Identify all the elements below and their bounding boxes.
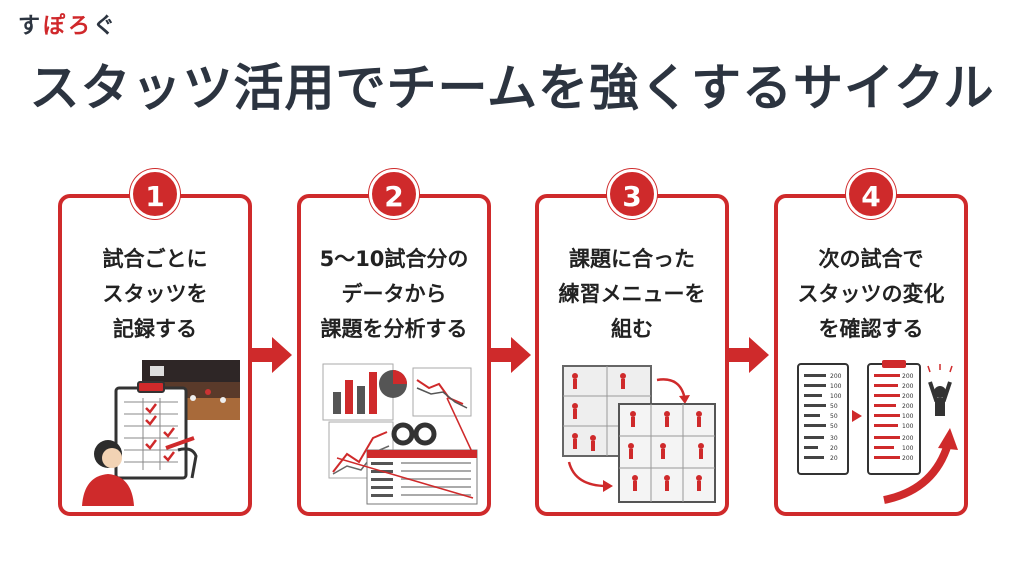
logo-char-1: す [18,14,42,39]
before-value: 20 [830,445,838,452]
before-value: 100 [830,393,842,400]
stats-improvement-icon: 200 100 100 50 50 50 30 20 20 200 200 20… [797,360,958,504]
after-value: 100 [902,423,914,430]
logo-char-3: ろ [68,14,92,39]
after-value: 200 [902,393,914,400]
after-value: 200 [902,383,914,390]
logo-char-4: ぐ [93,14,117,39]
clipboard-recording-icon [82,360,240,506]
after-value: 200 [902,403,914,410]
step-number-3: 3 [607,169,657,219]
step-text-1: 試合ごとに スタッツを 記録する [102,247,208,341]
step-text-3: 課題に合った 練習メニューを 組む [558,247,706,341]
before-value: 50 [830,413,838,420]
before-value: 30 [830,435,838,442]
step-card-3: 課題に合った 練習メニューを 組む [535,194,729,516]
page-title: スタッツ活用でチームを強くするサイクル [29,59,995,117]
step-card-2: 5〜10試合分の データから 課題を分析する [297,194,491,516]
step-card-4: 次の試合で スタッツの変化 を確認する 200 100 100 50 50 50… [774,194,968,516]
after-value: 100 [902,445,914,452]
step-number-1: 1 [130,169,180,219]
arrow-right-icon [491,337,531,373]
after-value: 200 [902,455,914,462]
step-text-4: 次の試合で スタッツの変化 を確認する [797,247,945,341]
after-value: 200 [902,435,914,442]
after-value: 100 [902,413,914,420]
charts-analysis-icon [322,363,478,505]
logo-char-2: ぽ [43,14,67,39]
before-value: 200 [830,373,842,380]
practice-drills-icon [562,365,716,503]
step-number-2: 2 [369,169,419,219]
logo: す ぽ ろ ぐ [18,8,117,39]
step-card-1: 試合ごとに スタッツを 記録する [58,194,252,516]
before-value: 50 [830,403,838,410]
before-value: 100 [830,383,842,390]
step-text-2: 5〜10試合分の データから 課題を分析する [319,247,469,341]
arrow-right-icon [729,337,769,373]
before-value: 20 [830,455,838,462]
before-value: 50 [830,423,838,430]
step-number-4: 4 [846,169,896,219]
after-value: 200 [902,373,914,380]
arrow-right-icon [252,337,292,373]
